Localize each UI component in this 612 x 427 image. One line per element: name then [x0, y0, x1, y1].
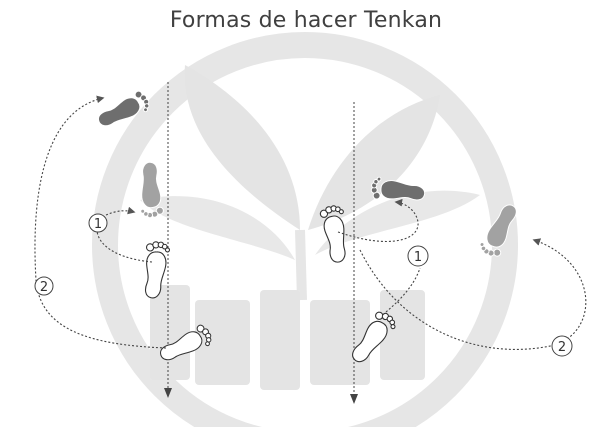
- dashed-arrow-icon: [105, 206, 136, 216]
- step-label-1-right: 1: [407, 245, 429, 267]
- svg-text:1: 1: [94, 217, 102, 232]
- svg-text:2: 2: [40, 280, 48, 295]
- diagram-title: Formas de hacer Tenkan: [169, 8, 443, 33]
- dashed-arrow-icon: [337, 198, 419, 243]
- svg-text:2: 2: [558, 340, 566, 355]
- svg-text:1: 1: [414, 250, 422, 265]
- center-axis-left: [164, 82, 172, 398]
- center-axis-right: [350, 102, 358, 404]
- step-label-2-right: 2: [551, 335, 573, 357]
- leaf-emblem-icon: [92, 32, 518, 427]
- dashed-arrow-icon: [34, 95, 167, 349]
- footprint-icon: [136, 161, 165, 219]
- dashed-arrow-icon: [359, 238, 587, 350]
- step-label-1-left: 1: [88, 213, 108, 233]
- step-label-2-left: 2: [34, 276, 54, 296]
- dashed-arrow-icon: [385, 267, 421, 313]
